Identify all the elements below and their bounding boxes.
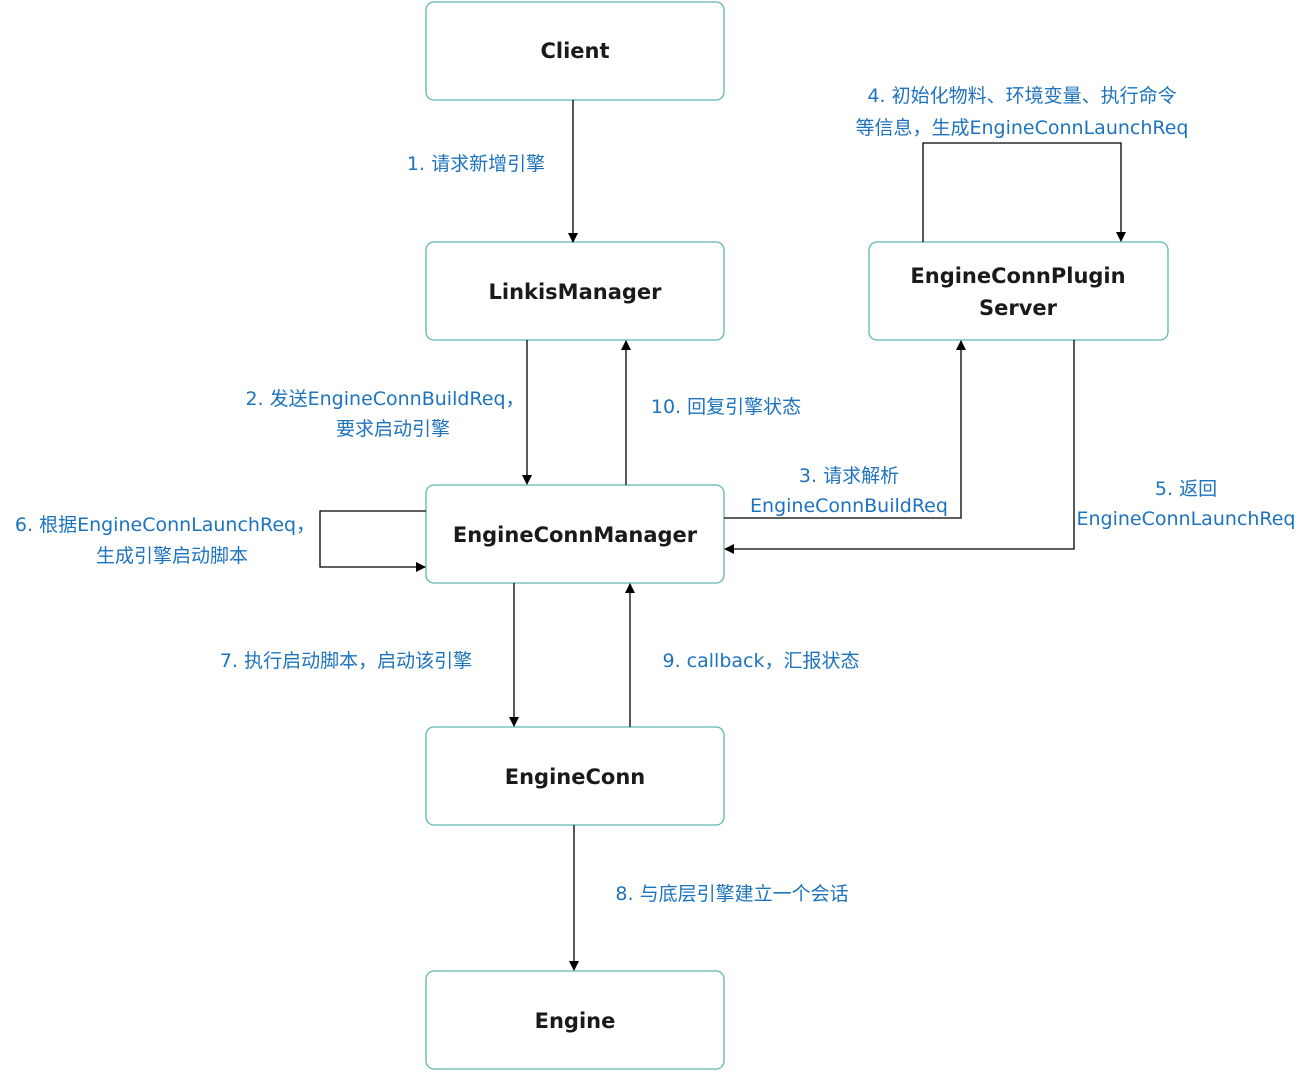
edge-5-label-line1: 5. 返回	[1155, 478, 1217, 500]
edge-2-label-line2: 要求启动引擎	[336, 418, 450, 440]
edge-5-label-line2: EngineConnLaunchReq	[1077, 508, 1296, 530]
node-client: Client	[425, 1, 725, 101]
edge-6-label-line1: 6. 根据EngineConnLaunchReq，	[15, 514, 315, 536]
node-client-label: Client	[540, 39, 609, 63]
edge-6-loop-arrow	[319, 510, 426, 572]
edge-4-label-line1: 4. 初始化物料、环境变量、执行命令	[867, 85, 1176, 107]
edge-6-label-line2: 生成引擎启动脚本	[96, 545, 248, 567]
edge-7-label: 7. 执行启动脚本，启动该引擎	[220, 650, 472, 672]
node-engine-conn-manager: EngineConnManager	[425, 484, 725, 584]
node-engine-conn: EngineConn	[425, 726, 725, 826]
node-engine: Engine	[425, 970, 725, 1070]
edge-5-arrow	[724, 340, 1075, 554]
edge-4-loop-arrow	[922, 142, 1126, 242]
edge-8-label: 8. 与底层引擎建立一个会话	[615, 883, 848, 905]
edge-9-label: 9. callback，汇报状态	[663, 650, 860, 672]
node-engine-conn-label: EngineConn	[505, 765, 645, 789]
edge-3-label-line2: EngineConnBuildReq	[750, 495, 948, 517]
node-engine-label: Engine	[535, 1009, 616, 1033]
edge-2-label-line1: 2. 发送EngineConnBuildReq，	[245, 388, 524, 410]
node-linkis-manager-label: LinkisManager	[488, 280, 662, 304]
edge-10-label: 10. 回复引擎状态	[651, 396, 801, 418]
edge-1-label: 1. 请求新增引擎	[407, 153, 545, 175]
node-plugin-server-label-line1: EngineConnPlugin	[910, 264, 1125, 288]
edge-3-label-line1: 3. 请求解析	[799, 465, 899, 487]
node-linkis-manager: LinkisManager	[425, 241, 725, 341]
node-plugin-server-label-line2: Server	[979, 296, 1058, 320]
node-engine-conn-manager-label: EngineConnManager	[453, 523, 698, 547]
node-plugin-server: EngineConnPlugin Server	[868, 241, 1169, 341]
edge-4-label-line2: 等信息，生成EngineConnLaunchReq	[856, 117, 1189, 139]
edge-3-arrow	[724, 340, 966, 519]
